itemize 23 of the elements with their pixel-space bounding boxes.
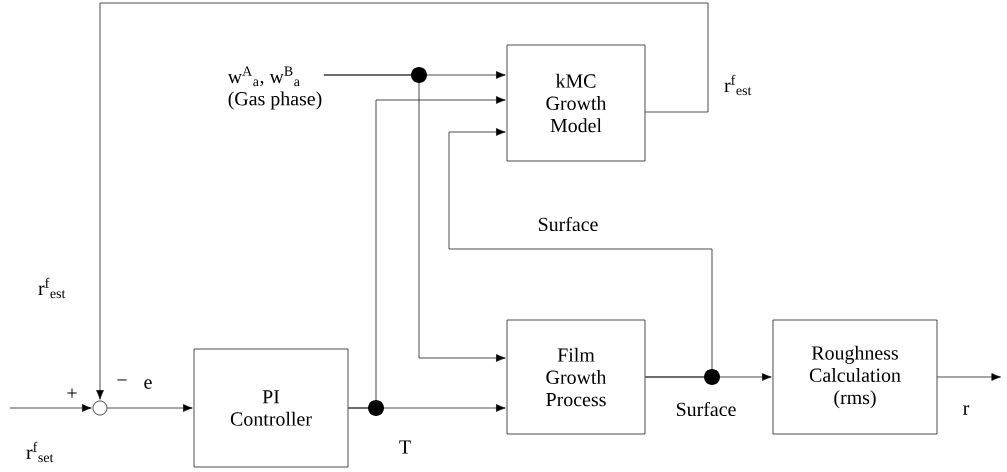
signal-label: + bbox=[67, 388, 77, 398]
summing-junction bbox=[92, 400, 108, 416]
edge-label: Surface bbox=[674, 400, 738, 418]
arrow bbox=[937, 373, 1001, 381]
process-box: kMC Growth Model bbox=[506, 44, 646, 162]
arrow bbox=[9, 404, 92, 412]
process-box: PI Controller bbox=[193, 348, 349, 468]
edge-label: r$^{f}$set bbox=[24, 440, 56, 464]
arrow bbox=[96, 2, 709, 400]
edge-label: T bbox=[397, 439, 413, 455]
edge-label: e bbox=[142, 378, 154, 390]
arrow bbox=[348, 96, 506, 409]
edge-label: r$^{f}$est bbox=[722, 73, 754, 97]
arrow bbox=[107, 404, 193, 412]
process-box: Film Growth Process bbox=[506, 319, 646, 435]
signal-label: − bbox=[117, 379, 127, 381]
input-text: w$^{A}$$_{a}$, w$^{B}$a (Gas phase) bbox=[227, 66, 322, 110]
edge-label: r bbox=[961, 404, 971, 416]
edge-label: Surface bbox=[536, 215, 600, 233]
signal-label: r$^{f}$est bbox=[38, 277, 66, 299]
arrow bbox=[448, 128, 713, 378]
arrow bbox=[323, 74, 506, 362]
process-box: Roughness Calculation (rms) bbox=[772, 319, 938, 435]
